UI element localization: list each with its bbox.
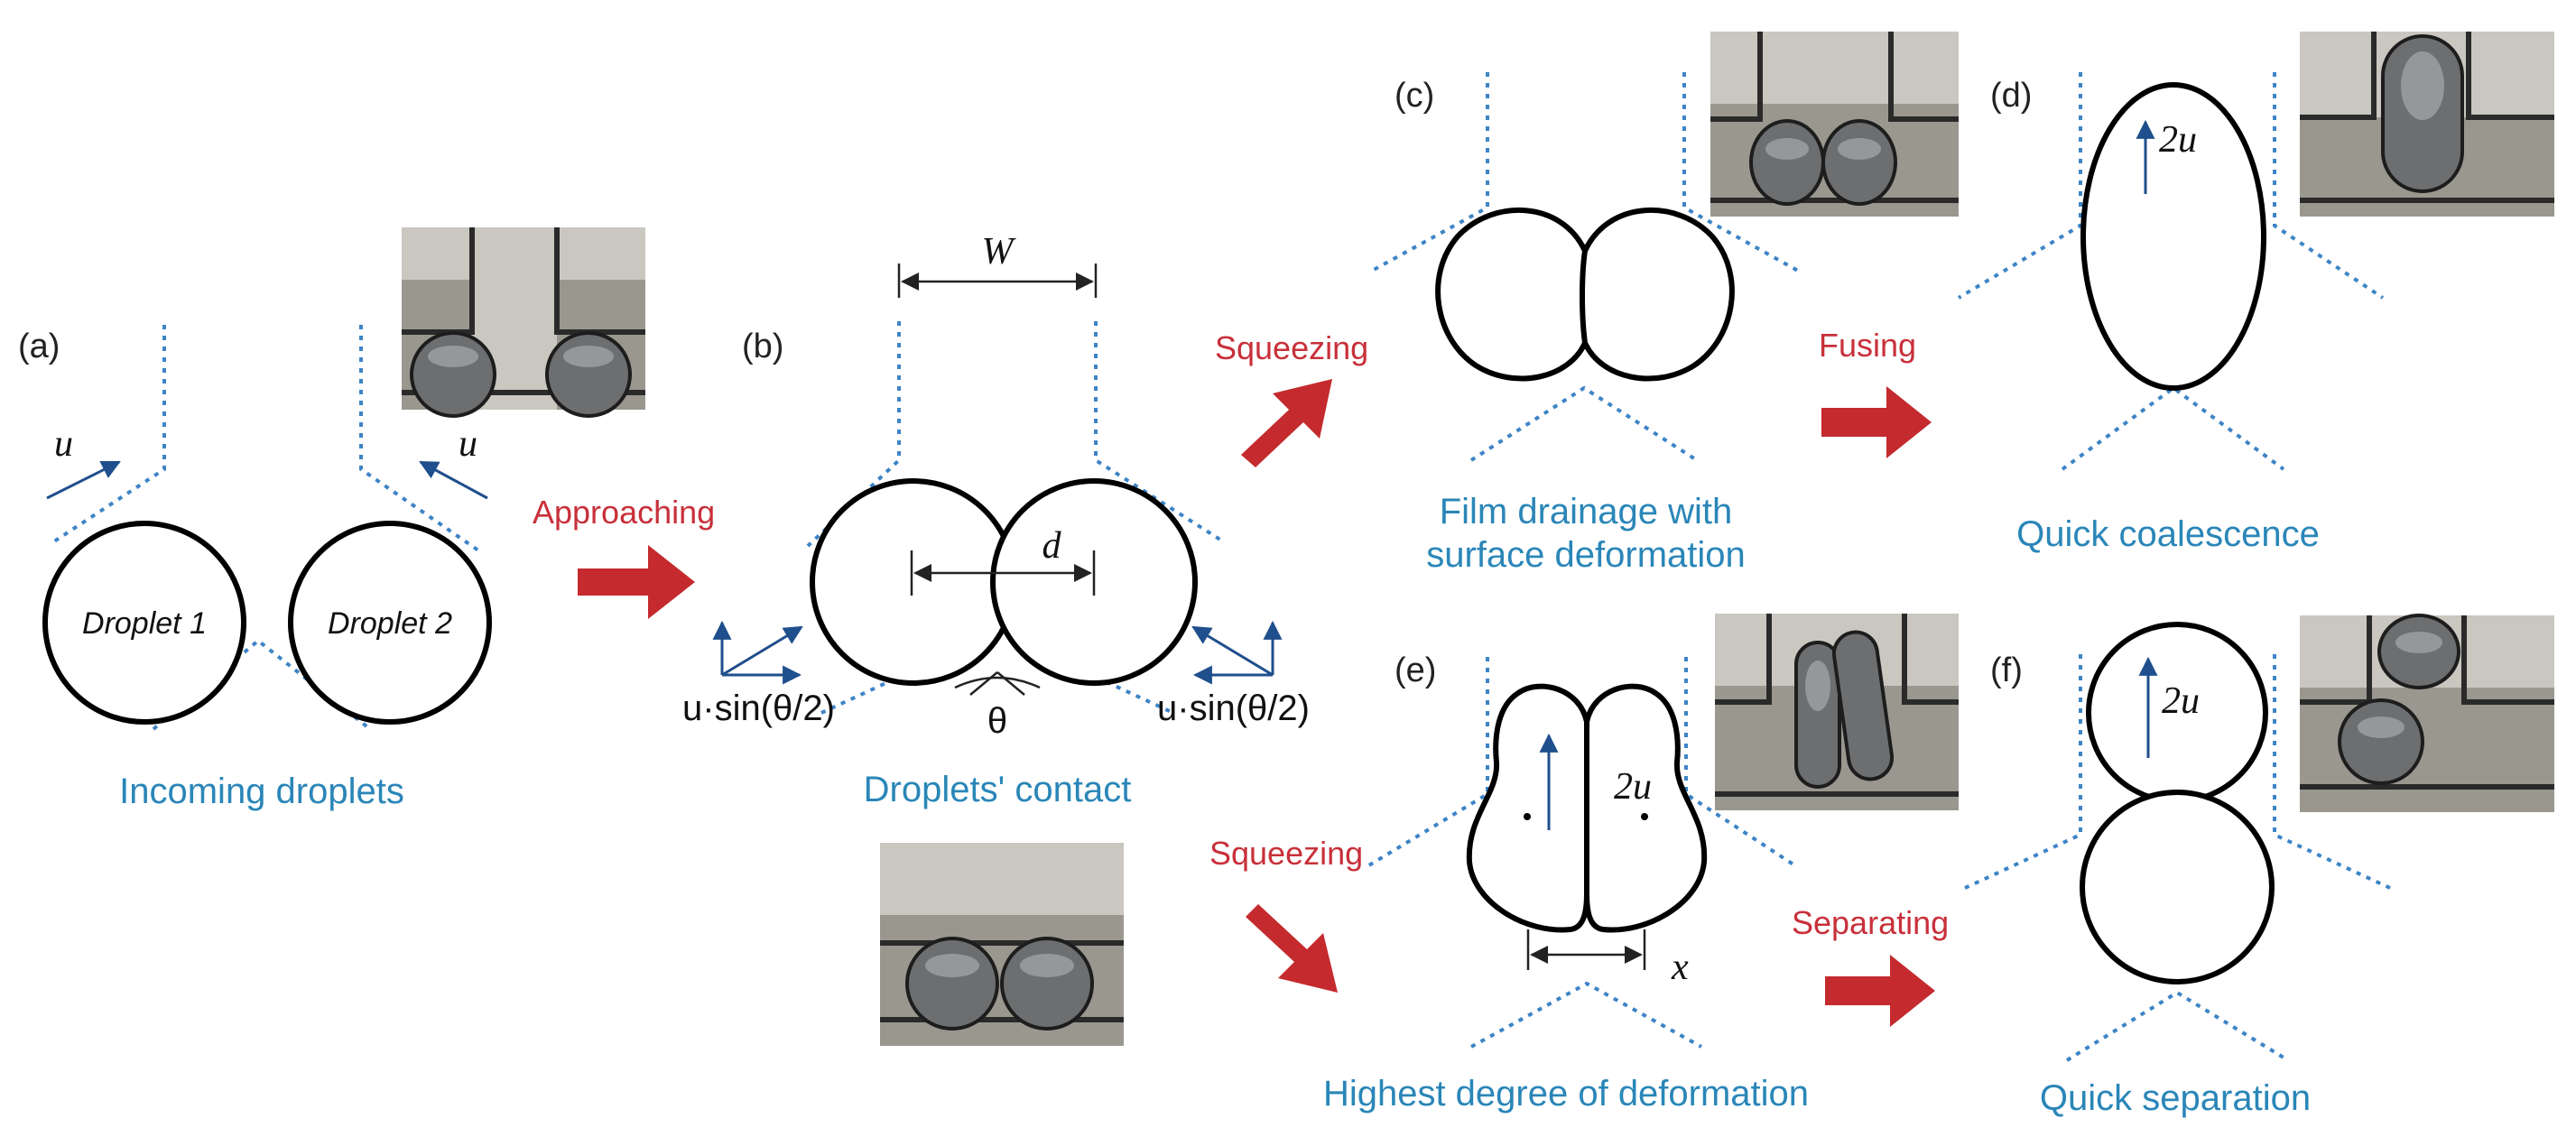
caption-incoming-droplets: Incoming droplets bbox=[119, 772, 404, 811]
channel-wall-d-left bbox=[1957, 72, 2082, 300]
action-separating: Separating bbox=[1792, 904, 1949, 941]
droplet-c-right bbox=[1580, 208, 1735, 382]
panel-c: (c) Film drainage with surface deformati… bbox=[1371, 72, 1799, 575]
channel-wall-f-bottom bbox=[2065, 990, 2290, 1062]
droplet-1 bbox=[42, 521, 246, 725]
micrograph-a bbox=[402, 227, 645, 418]
panel-b: (b) W d θ u·sin(θ/2) u·sin(θ/2) Droplets… bbox=[682, 231, 1310, 809]
droplet-f-bottom bbox=[2080, 790, 2275, 984]
panel-b-label: (b) bbox=[742, 328, 783, 365]
channel-wall-e-right bbox=[1684, 657, 1798, 868]
velocity-2u-d: 2u bbox=[2159, 119, 2197, 161]
micrograph-b bbox=[880, 843, 1124, 1046]
formula-right: u·sin(θ/2) bbox=[1157, 689, 1310, 728]
deformation-x-label: x bbox=[1671, 947, 1689, 988]
action-squeezing-bottom: Squeezing bbox=[1209, 835, 1363, 872]
arrow-fusing bbox=[1821, 386, 1932, 458]
arrow-approaching bbox=[578, 545, 695, 619]
arrow-squeezing-top bbox=[1241, 379, 1332, 467]
channel-wall-b-right bbox=[1094, 321, 1225, 543]
channel-wall-d-right bbox=[2273, 72, 2385, 300]
panel-e: (e) 2u x Highest degree of deformation bbox=[1323, 652, 1809, 1114]
micrograph-c bbox=[1710, 32, 1959, 217]
channel-wall-e-bottom bbox=[1470, 981, 1702, 1049]
micrograph-f bbox=[2300, 614, 2554, 812]
channel-wall-a-left bbox=[52, 325, 166, 543]
panel-a: (a) Droplet 1 Droplet 2 u u Incoming dro… bbox=[18, 325, 492, 811]
panel-e-label: (e) bbox=[1395, 652, 1436, 689]
channel-wall-b-left bbox=[806, 321, 901, 548]
caption-droplets-contact: Droplets' contact bbox=[864, 770, 1132, 809]
velocity-arrow-left bbox=[46, 460, 121, 500]
caption-highest-deformation: Highest degree of deformation bbox=[1323, 1074, 1809, 1114]
velocity-u-left: u bbox=[54, 423, 73, 465]
panel-f: (f) 2u Quick separation bbox=[1962, 622, 2393, 1118]
channel-wall-c-left bbox=[1371, 72, 1489, 273]
panel-d-label: (d) bbox=[1990, 77, 2032, 115]
velocity-components-right bbox=[1191, 625, 1274, 677]
channel-wall-f-left bbox=[1962, 654, 2082, 891]
droplet-e-right bbox=[1584, 683, 1708, 933]
panel-d: (d) 2u Quick coalescence bbox=[1957, 72, 2385, 554]
micrograph-d bbox=[2300, 32, 2554, 217]
width-label: W bbox=[982, 231, 1017, 273]
channel-wall-a-right bbox=[359, 325, 480, 552]
action-approaching: Approaching bbox=[533, 494, 715, 531]
droplet-c-left bbox=[1435, 208, 1590, 382]
angle-theta: θ bbox=[987, 701, 1007, 741]
velocity-2u-f: 2u bbox=[2162, 680, 2200, 722]
channel-wall-c-right bbox=[1682, 72, 1799, 273]
panel-c-label: (c) bbox=[1395, 77, 1434, 115]
distance-label: d bbox=[1042, 525, 1062, 567]
action-fusing: Fusing bbox=[1819, 327, 1916, 364]
droplet-b-left bbox=[810, 478, 1017, 686]
arrow-squeezing-bottom bbox=[1246, 904, 1338, 993]
velocity-arrow-right bbox=[419, 460, 488, 500]
channel-wall-c-bottom bbox=[1469, 385, 1699, 462]
panel-f-label: (f) bbox=[1990, 652, 2023, 689]
channel-wall-e-left bbox=[1366, 657, 1489, 868]
channel-wall-d-bottom bbox=[2061, 385, 2285, 471]
arrow-separating bbox=[1825, 955, 1935, 1027]
droplet-1-label: Droplet 1 bbox=[82, 606, 207, 641]
action-squeezing-top: Squeezing bbox=[1215, 329, 1368, 366]
caption-c-line1: Film drainage with bbox=[1440, 492, 1733, 531]
caption-c-line2: surface deformation bbox=[1426, 535, 1746, 575]
droplet-2-label: Droplet 2 bbox=[328, 606, 452, 641]
droplet-d-fused bbox=[2080, 82, 2266, 391]
velocity-2u-e: 2u bbox=[1614, 766, 1652, 808]
velocity-components-left bbox=[721, 625, 803, 677]
caption-quick-separation: Quick separation bbox=[2040, 1078, 2311, 1118]
droplet-2 bbox=[288, 521, 492, 725]
micrograph-e bbox=[1715, 614, 1959, 810]
panel-a-label: (a) bbox=[18, 328, 60, 365]
velocity-u-right: u bbox=[459, 423, 477, 465]
formula-left: u·sin(θ/2) bbox=[682, 689, 835, 728]
caption-quick-coalescence: Quick coalescence bbox=[2016, 514, 2320, 554]
